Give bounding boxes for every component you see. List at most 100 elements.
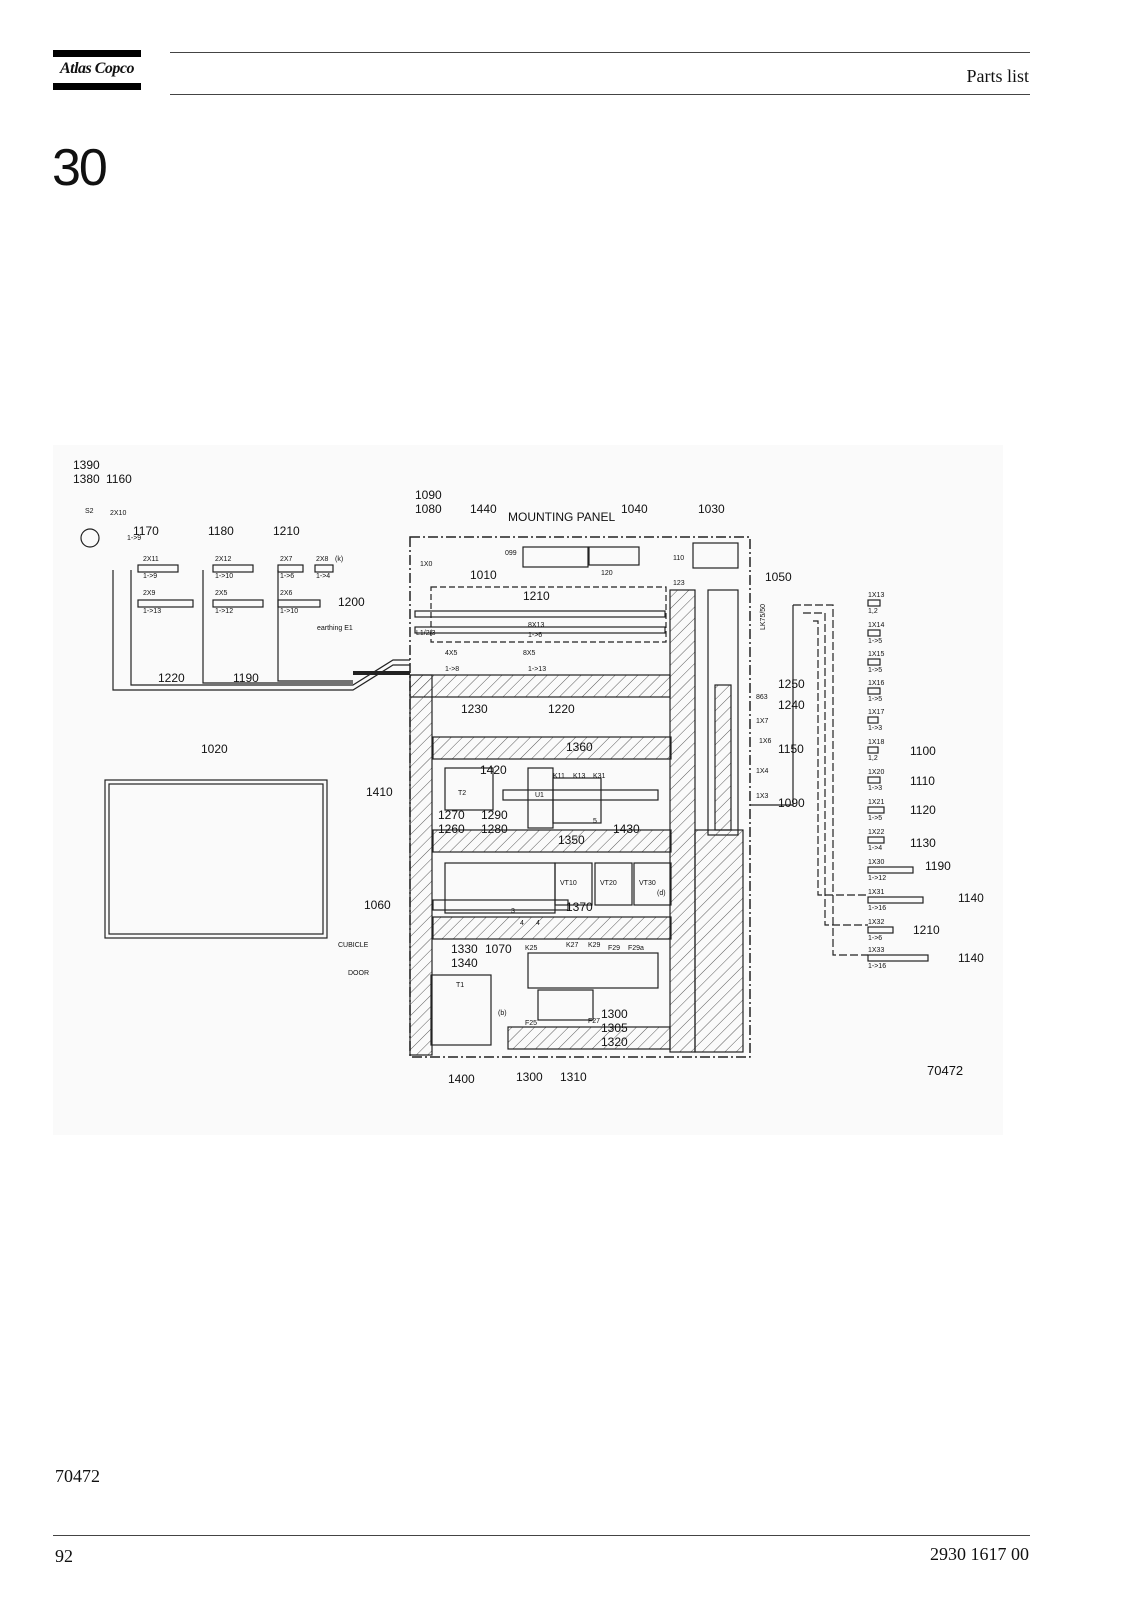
- callout: 1290: [481, 808, 508, 822]
- small-label: F25: [525, 1020, 537, 1027]
- callout: 1210: [273, 524, 300, 538]
- small-label: 4X5: [445, 650, 458, 657]
- small-label: 8X5: [523, 650, 536, 657]
- small-label: 1->10: [280, 608, 298, 615]
- small-label: CUBICLE: [338, 942, 369, 949]
- small-label: 099: [505, 550, 517, 557]
- small-label: 1X18: [868, 739, 884, 746]
- callout: 1440: [470, 502, 497, 516]
- figure-reference: 70472: [55, 1466, 100, 1486]
- callout: 1310: [560, 1070, 587, 1084]
- small-label: K11: [553, 773, 565, 780]
- small-label: 123: [673, 580, 685, 587]
- callout: 1380: [73, 472, 100, 486]
- small-label: (d): [657, 890, 666, 897]
- small-label: 2X5: [215, 590, 228, 597]
- callout: 1140: [958, 951, 984, 965]
- small-label: 2X7: [280, 556, 293, 563]
- callout: 1230: [461, 702, 488, 716]
- small-label: 1X15: [868, 651, 884, 658]
- small-label: U1: [535, 792, 544, 799]
- callout: 1370: [566, 900, 593, 914]
- callout: 1150: [778, 742, 804, 756]
- small-label: 2X8: [316, 556, 329, 563]
- small-label: 1->13: [143, 608, 161, 615]
- small-label: 1X20: [868, 769, 884, 776]
- small-label: 2X10: [110, 510, 126, 517]
- small-label: VT10: [560, 880, 577, 887]
- callout: 1180: [208, 524, 234, 538]
- callout: 1300: [601, 1007, 628, 1021]
- callout: 1270: [438, 808, 465, 822]
- small-label: 1X13: [868, 592, 884, 599]
- callout: 1090: [415, 488, 442, 502]
- small-label: 1->3: [868, 785, 882, 792]
- small-label: 1->12: [215, 608, 233, 615]
- small-label: VT20: [600, 880, 617, 887]
- small-label: S2: [85, 508, 94, 515]
- callout: 1220: [548, 702, 575, 716]
- small-label: 120: [601, 570, 613, 577]
- callout: 1200: [338, 595, 365, 609]
- small-label: earthing E1: [317, 625, 353, 632]
- callout: 1330: [451, 942, 478, 956]
- callout: 1110: [910, 774, 935, 788]
- footer-rule: [53, 1535, 1030, 1536]
- small-label: LK75/50: [760, 604, 767, 630]
- small-label: 1X6: [759, 738, 772, 745]
- panel-label: MOUNTING PANEL: [508, 510, 615, 524]
- small-label: 1X33: [868, 947, 884, 954]
- small-label: 1->9: [127, 535, 141, 542]
- small-label: 1->12: [868, 875, 886, 882]
- small-label: 5: [593, 818, 597, 825]
- small-label: L1/2/3: [416, 630, 436, 637]
- callout: 1250: [778, 677, 805, 691]
- callout: 1410: [366, 785, 393, 799]
- small-label: T2: [458, 790, 466, 797]
- small-label: 1->5: [868, 696, 882, 703]
- small-label: 1X0: [420, 561, 433, 568]
- small-label: 1X17: [868, 709, 884, 716]
- callout: 1400: [448, 1072, 475, 1086]
- logo-bar-bottom: [53, 83, 141, 90]
- callout: 1090: [778, 796, 805, 810]
- logo-bar-top: [53, 50, 141, 57]
- small-label: K29: [588, 942, 601, 949]
- callout: 1350: [558, 833, 585, 847]
- callout: 1320: [601, 1035, 628, 1049]
- callout: 1390: [73, 458, 100, 472]
- callout: 1020: [201, 742, 228, 756]
- small-label: 1->16: [868, 963, 886, 970]
- page-number: 92: [55, 1546, 73, 1566]
- small-label: 1->6: [280, 573, 294, 580]
- small-label: T1: [456, 982, 464, 989]
- small-label: (k): [335, 556, 343, 563]
- callout: 1130: [910, 836, 936, 850]
- callout: 1100: [910, 744, 936, 758]
- logo-text: Atlas Copco: [59, 60, 135, 77]
- document-number: 2930 1617 00: [930, 1544, 1029, 1564]
- header-rule-bottom: [170, 94, 1030, 95]
- small-label: 1->5: [868, 638, 882, 645]
- small-label: 1->9: [143, 573, 157, 580]
- small-label: 1X31: [868, 889, 884, 896]
- small-label: 1X7: [756, 718, 769, 725]
- callout: 1420: [480, 763, 507, 777]
- callout: 1010: [470, 568, 497, 582]
- small-label: K25: [525, 945, 538, 952]
- callout: 1190: [925, 859, 951, 873]
- small-label: 4: [520, 920, 524, 927]
- small-label: 1->4: [316, 573, 330, 580]
- small-label: 1->8: [445, 666, 459, 673]
- small-label: 110: [673, 555, 684, 562]
- small-label: 1->10: [215, 573, 233, 580]
- small-label: F29: [608, 945, 620, 952]
- callout: 1210: [523, 589, 550, 603]
- callout: 1190: [233, 671, 259, 685]
- callout: 1300: [516, 1070, 543, 1084]
- small-label: 1->13: [528, 666, 546, 673]
- small-label: 2X9: [143, 590, 156, 597]
- callout: 1040: [621, 502, 648, 516]
- callout: 1220: [158, 671, 185, 685]
- callout: 1030: [698, 502, 725, 516]
